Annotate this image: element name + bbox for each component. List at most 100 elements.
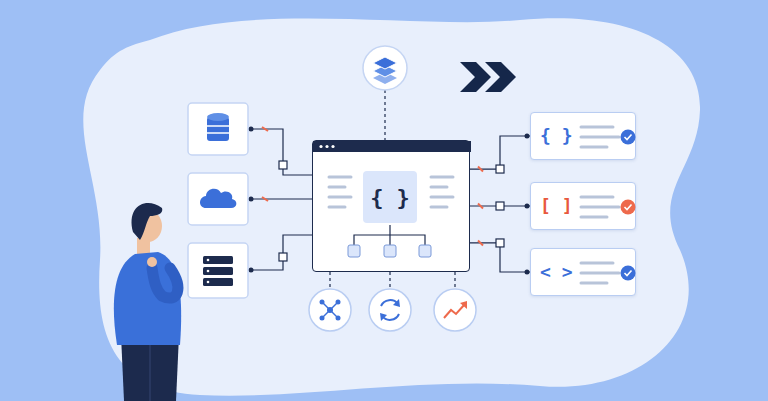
connector-joint — [496, 202, 504, 210]
server-box — [188, 243, 248, 298]
database-ring — [207, 132, 229, 134]
connector-joint — [496, 165, 504, 173]
network-node — [320, 316, 325, 321]
text-line — [329, 176, 351, 179]
layers-badge — [363, 46, 407, 140]
network-badge — [309, 289, 351, 331]
text-line — [329, 206, 345, 209]
output-card: < > — [530, 248, 636, 296]
text-line — [431, 206, 447, 209]
text-line — [581, 262, 613, 265]
wire-markers — [249, 127, 288, 273]
window-dot — [325, 145, 328, 148]
hand — [147, 257, 157, 267]
text-line — [581, 272, 619, 275]
source-box — [188, 103, 248, 155]
trend-badge — [434, 289, 476, 331]
layer — [373, 57, 397, 69]
format-symbol: { } — [540, 125, 573, 147]
text-line — [431, 186, 447, 189]
format-symbol: < > — [540, 261, 573, 283]
source-wires — [248, 129, 312, 270]
trend-head — [460, 301, 467, 309]
wire-joint — [279, 161, 287, 169]
network-line — [322, 302, 338, 318]
status-badge — [621, 200, 636, 215]
text-line — [581, 206, 619, 209]
trouser-seam — [149, 345, 151, 401]
hair — [132, 203, 163, 240]
sync-head — [393, 299, 400, 307]
arm — [152, 268, 178, 298]
dashed-link — [389, 272, 390, 289]
format-symbol: [ ] — [540, 195, 573, 217]
connector — [470, 136, 530, 169]
text-line — [581, 282, 607, 285]
sync-badge — [369, 289, 411, 331]
text-line — [329, 186, 345, 189]
dashed-link — [329, 272, 330, 289]
connector-tick — [478, 167, 483, 172]
dashed-link — [454, 272, 455, 289]
title-bar — [313, 141, 471, 152]
connector-dot — [525, 270, 530, 275]
source-box — [188, 173, 248, 225]
tree-line — [354, 235, 425, 245]
network-node — [327, 307, 333, 313]
server-unit — [203, 267, 233, 275]
editor-window: { } — [312, 140, 470, 272]
wire-dot — [249, 127, 254, 132]
wire — [248, 235, 312, 270]
status-badge — [621, 266, 636, 281]
server-unit — [203, 256, 233, 264]
database-box — [188, 103, 248, 155]
person — [114, 203, 181, 401]
text-line — [329, 196, 351, 199]
cloud-box — [188, 173, 248, 225]
check-mark — [625, 205, 632, 210]
tree-node — [419, 245, 431, 257]
text-line — [581, 196, 613, 199]
output-card: { } — [530, 112, 636, 160]
chevron — [485, 62, 516, 92]
server-led — [207, 259, 210, 262]
network-node — [320, 300, 325, 305]
icon-circle — [434, 289, 476, 331]
tree-node — [384, 245, 396, 257]
window-dot — [319, 145, 322, 148]
connector-dot — [525, 134, 530, 139]
shirt — [114, 252, 181, 345]
network-node — [336, 316, 341, 321]
icon-circle — [309, 289, 351, 331]
bottom-links — [330, 272, 455, 289]
code-tile: { } — [363, 171, 417, 223]
wire-joint — [279, 253, 287, 261]
tree-node — [348, 245, 360, 257]
connector-tick — [478, 240, 483, 245]
icon-circle — [363, 46, 407, 90]
network-line — [322, 302, 338, 318]
database-top — [207, 113, 229, 121]
cloud-icon — [200, 189, 236, 208]
dashed-link — [384, 90, 385, 140]
sync-head — [380, 313, 387, 321]
tree-line — [389, 225, 390, 235]
wire-dot — [249, 268, 254, 273]
connector-dot — [525, 204, 530, 209]
window-dot — [331, 145, 334, 148]
network-node — [336, 300, 341, 305]
icon-circle — [369, 289, 411, 331]
blob — [83, 18, 700, 396]
chevrons — [460, 62, 516, 92]
source-box — [188, 243, 248, 298]
server-unit — [203, 278, 233, 286]
connector-joint — [496, 239, 504, 247]
trend-line — [444, 304, 465, 318]
server-led — [207, 281, 210, 284]
tree-line — [389, 235, 390, 245]
text-line — [581, 136, 619, 139]
check-mark — [625, 271, 632, 276]
wire-dot — [249, 197, 254, 202]
